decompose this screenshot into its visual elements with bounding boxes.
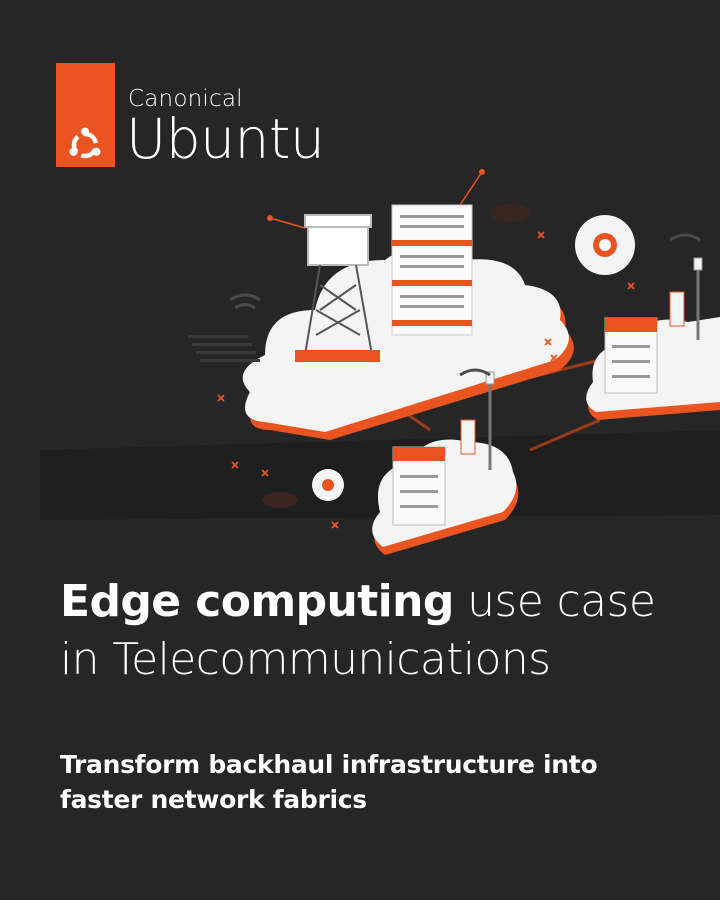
wifi-icon <box>229 233 701 377</box>
server-rack-icon <box>604 317 658 394</box>
headline-light: use case <box>453 576 656 627</box>
subheadline-line2: faster network fabrics <box>60 785 367 814</box>
subheadline-line1: Transform backhaul infrastructure into <box>60 750 598 779</box>
headline-line2: in Telecommunications <box>60 634 551 685</box>
ubuntu-logo-tile <box>56 63 115 167</box>
headline: Edge computing use case in Telecommunica… <box>60 573 700 689</box>
gear-icon <box>312 469 344 501</box>
company-name: Canonical <box>128 86 243 112</box>
cell-tower-icon <box>295 214 380 362</box>
headline-bold: Edge computing <box>60 576 454 627</box>
ubuntu-circle-of-friends-icon <box>69 127 101 159</box>
cloud-icon <box>242 245 574 440</box>
antenna-icon <box>460 371 495 470</box>
server-rack-icon <box>392 446 446 526</box>
subheadline: Transform backhaul infrastructure into f… <box>60 747 660 817</box>
gear-icon <box>575 215 635 275</box>
server-rack-icon <box>391 204 473 336</box>
edge-network-illustration <box>40 169 720 555</box>
product-name: Ubuntu <box>126 107 325 171</box>
antenna-icon <box>669 257 703 340</box>
